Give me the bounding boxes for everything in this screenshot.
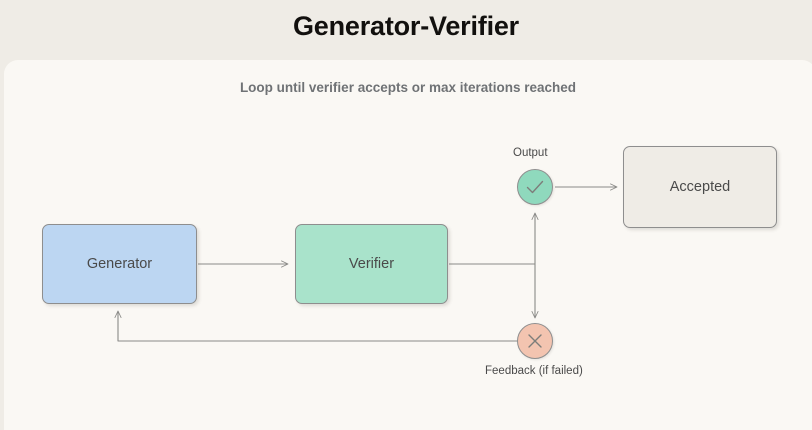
page-title: Generator-Verifier xyxy=(293,11,519,41)
output-label: Output xyxy=(513,147,548,159)
node-generator-label: Generator xyxy=(86,256,153,272)
feedback-status-node[interactable] xyxy=(517,323,553,359)
feedback-label: Feedback (if failed) xyxy=(485,365,583,377)
canvas-caption: Loop until verifier accepts or max itera… xyxy=(239,80,577,95)
node-generator[interactable]: Generator xyxy=(42,224,197,304)
node-accepted[interactable]: Accepted xyxy=(623,146,777,228)
node-verifier[interactable]: Verifier xyxy=(295,224,448,304)
check-icon xyxy=(526,180,544,194)
node-accepted-label: Accepted xyxy=(669,179,731,195)
node-verifier-label: Verifier xyxy=(348,256,395,272)
output-status-node[interactable] xyxy=(517,169,553,205)
cross-icon xyxy=(528,334,542,348)
